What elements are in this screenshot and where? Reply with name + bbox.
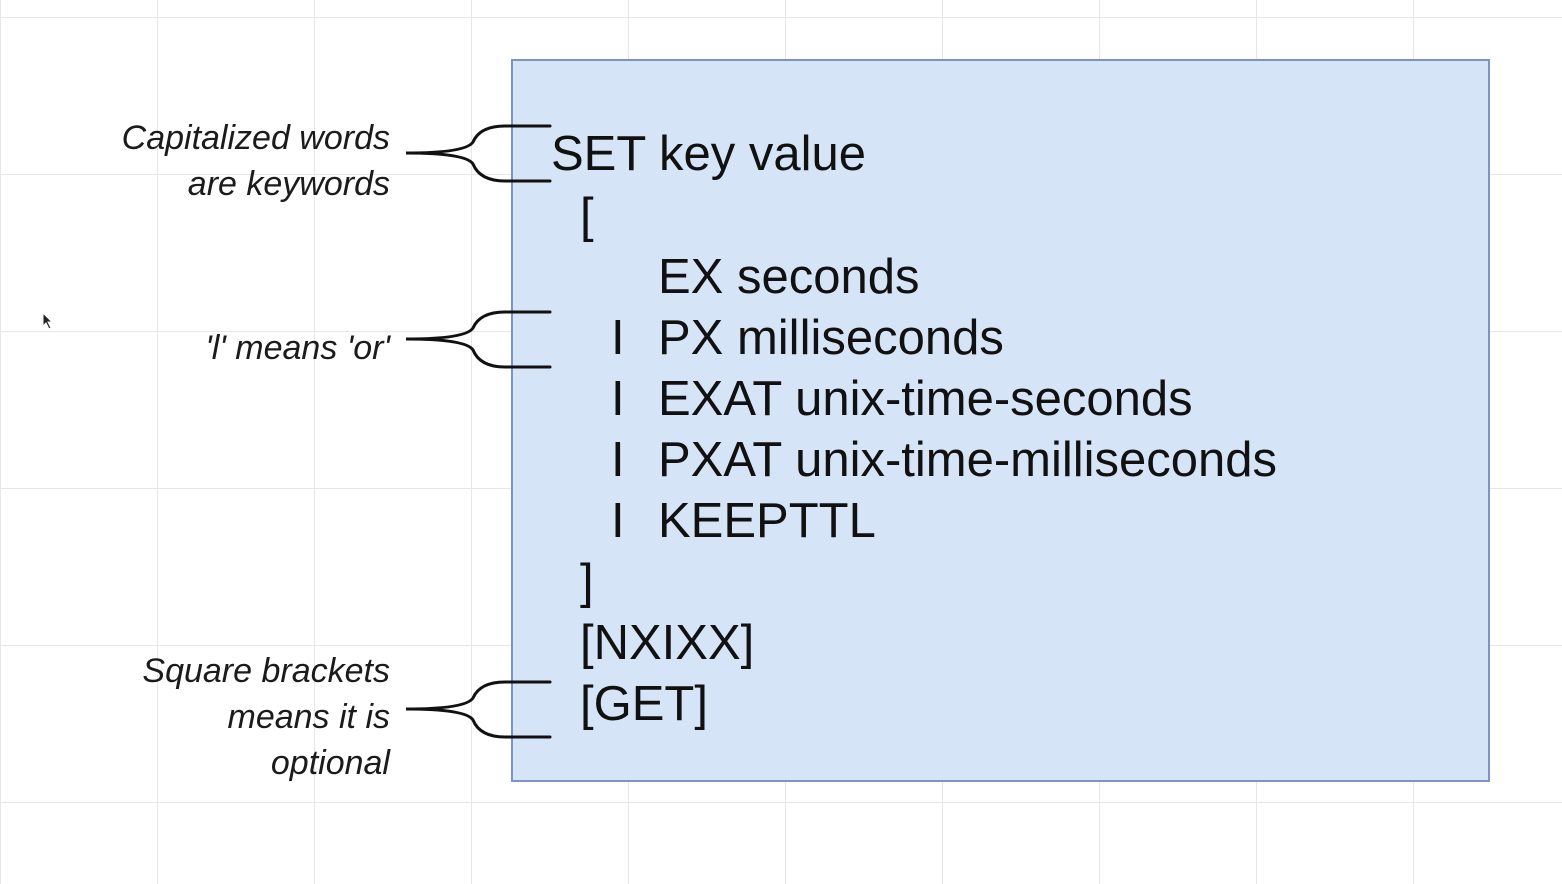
ex-option: EX seconds xyxy=(658,250,920,304)
pipe-symbol-exat: I xyxy=(611,372,625,426)
pipe-symbol-keepttl: I xyxy=(611,494,625,548)
annotation-keywords-line1: Capitalized words xyxy=(121,119,390,157)
exat-option: EXAT unix-time-seconds xyxy=(658,372,1193,426)
annotation-pipe: 'l' means 'or' xyxy=(0,325,390,371)
pipe-symbol-px: I xyxy=(611,311,625,365)
pxat-option: PXAT unix-time-milliseconds xyxy=(658,433,1278,487)
pipe-symbol-pxat: I xyxy=(611,433,625,487)
keepttl-option: KEEPTTL xyxy=(658,494,876,548)
get-option: [GET] xyxy=(580,677,708,731)
annotation-optional: Square brackets means it is optional xyxy=(0,648,390,786)
set-command-line: SET key value xyxy=(551,127,867,181)
close-bracket: ] xyxy=(580,555,594,609)
annotation-keywords: Capitalized words are keywords xyxy=(0,115,390,207)
mouse-cursor-icon xyxy=(42,312,54,330)
annotation-optional-line3: optional xyxy=(270,744,390,782)
nx-xx-option: [NXIXX] xyxy=(580,616,755,670)
syntax-box xyxy=(511,59,1490,782)
annotation-optional-line2: means it is xyxy=(227,698,391,736)
open-bracket: [ xyxy=(580,189,594,243)
annotation-optional-line1: Square brackets xyxy=(142,652,390,690)
px-option: PX milliseconds xyxy=(658,311,1004,365)
annotation-pipe-line1: 'l' means 'or' xyxy=(205,329,390,367)
annotation-keywords-line2: are keywords xyxy=(187,165,390,203)
